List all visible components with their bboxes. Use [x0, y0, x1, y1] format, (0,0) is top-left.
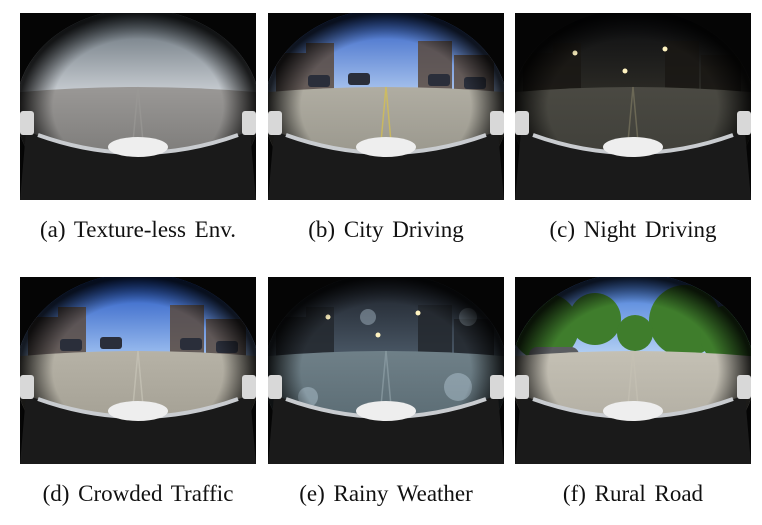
sensor-dome	[108, 401, 168, 421]
fisheye-image-night	[515, 13, 751, 200]
mount-bracket-left	[515, 111, 529, 135]
mount-bracket-left	[515, 375, 529, 399]
panel-caption: (c) Night Driving	[549, 217, 717, 242]
fisheye-image-rainy	[268, 277, 504, 464]
mount-bracket-left	[20, 111, 34, 135]
panel-caption: (a) Texture-less Env.	[40, 217, 236, 242]
mount-bracket-right	[490, 375, 504, 399]
sensor-dome	[356, 401, 416, 421]
panel-caption: (e) Rainy Weather	[299, 481, 473, 506]
mount-bracket-left	[20, 375, 34, 399]
mount-bracket-right	[737, 111, 751, 135]
sensor-dome	[356, 137, 416, 157]
fisheye-image-rural	[515, 277, 751, 464]
mount-bracket-left	[268, 111, 282, 135]
panel-caption: (b) City Driving	[308, 217, 464, 242]
panel-caption: (d) Crowded Traffic	[42, 481, 234, 506]
panel-caption: (f) Rural Road	[562, 481, 704, 506]
sensor-dome	[603, 401, 663, 421]
mount-bracket-right	[737, 375, 751, 399]
sensor-dome	[603, 137, 663, 157]
fisheye-image-texture-less	[20, 13, 256, 200]
mount-bracket-right	[242, 111, 256, 135]
sensor-dome	[108, 137, 168, 157]
fisheye-image-crowded	[20, 277, 256, 464]
mount-bracket-right	[490, 111, 504, 135]
mount-bracket-left	[268, 375, 282, 399]
fisheye-image-city	[268, 13, 504, 200]
mount-bracket-right	[242, 375, 256, 399]
